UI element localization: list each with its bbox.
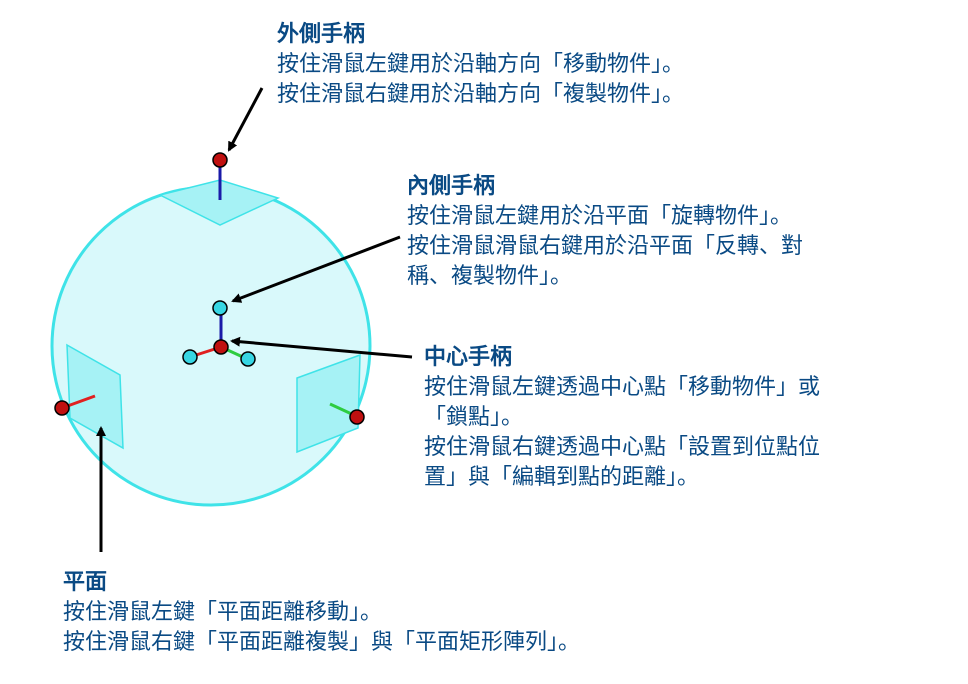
outer-handle-line-2: 按住滑鼠右鍵用於沿軸方向「複製物件」。 xyxy=(277,82,685,107)
arrow-outer-handle xyxy=(227,87,264,152)
inner-handle-line-1: 按住滑鼠左鍵用於沿平面「旋轉物件」。 xyxy=(407,204,793,229)
plane-callout: 平面 按住滑鼠左鍵「平面距離移動」。 按住滑鼠右鍵「平面距離複製」與「平面矩形陣… xyxy=(63,568,580,658)
inner-handle-left[interactable] xyxy=(182,349,198,365)
plane-line-2: 按住滑鼠右鍵「平面距離複製」與「平面矩形陣列」。 xyxy=(63,630,581,655)
outer-handle-top[interactable] xyxy=(212,152,228,168)
inner-handle-right[interactable] xyxy=(240,351,256,367)
center-handle-title: 中心手柄 xyxy=(424,345,513,370)
center-handle-line-2: 「鎖點」。 xyxy=(424,405,524,430)
plane-title: 平面 xyxy=(63,570,108,595)
outer-handle-title: 外側手柄 xyxy=(277,22,366,47)
arrow-center-handle xyxy=(230,336,413,359)
outer-handle-line-1: 按住滑鼠左鍵用於沿軸方向「移動物件」。 xyxy=(277,52,685,77)
inner-handle-line-3: 稱、複製物件」。 xyxy=(407,264,573,289)
arrow-inner-handle xyxy=(231,235,401,303)
center-handle-line-3: 按住滑鼠右鍵透過中心點「設置到位點位 xyxy=(424,435,821,460)
inner-handle-callout: 內側手柄 按住滑鼠左鍵用於沿平面「旋轉物件」。 按住滑鼠滑鼠右鍵用於沿平面「反轉… xyxy=(407,172,803,292)
plane-line-1: 按住滑鼠左鍵「平面距離移動」。 xyxy=(63,600,383,625)
center-handle[interactable] xyxy=(213,339,229,355)
inner-handle-title: 內側手柄 xyxy=(407,174,496,199)
outer-handle-left[interactable] xyxy=(54,400,70,416)
outer-handle-callout: 外側手柄 按住滑鼠左鍵用於沿軸方向「移動物件」。 按住滑鼠右鍵用於沿軸方向「複製… xyxy=(277,20,684,110)
plane-right[interactable] xyxy=(296,353,361,454)
inner-handle-top[interactable] xyxy=(212,300,228,316)
plane-top[interactable] xyxy=(157,179,281,226)
center-handle-line-4: 置」與「編輯到點的距離」。 xyxy=(424,465,700,490)
center-handle-line-1: 按住滑鼠左鍵透過中心點「移動物件」或 xyxy=(424,375,821,400)
outer-handle-right[interactable] xyxy=(349,409,365,425)
center-handle-callout: 中心手柄 按住滑鼠左鍵透過中心點「移動物件」或 「鎖點」。 按住滑鼠右鍵透過中心… xyxy=(424,343,820,493)
inner-handle-line-2: 按住滑鼠滑鼠右鍵用於沿平面「反轉、對 xyxy=(407,234,804,259)
